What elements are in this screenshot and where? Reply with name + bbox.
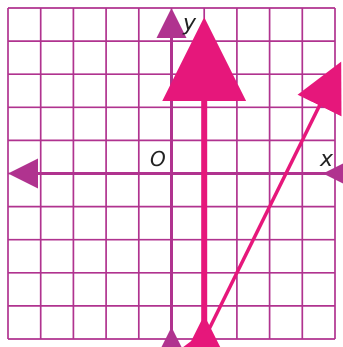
x-axis-label: x	[319, 147, 334, 172]
origin-label: O	[150, 147, 166, 171]
series-group	[162, 17, 342, 347]
y-axis-label: y	[182, 11, 197, 36]
series-line-slanted	[166, 61, 342, 347]
